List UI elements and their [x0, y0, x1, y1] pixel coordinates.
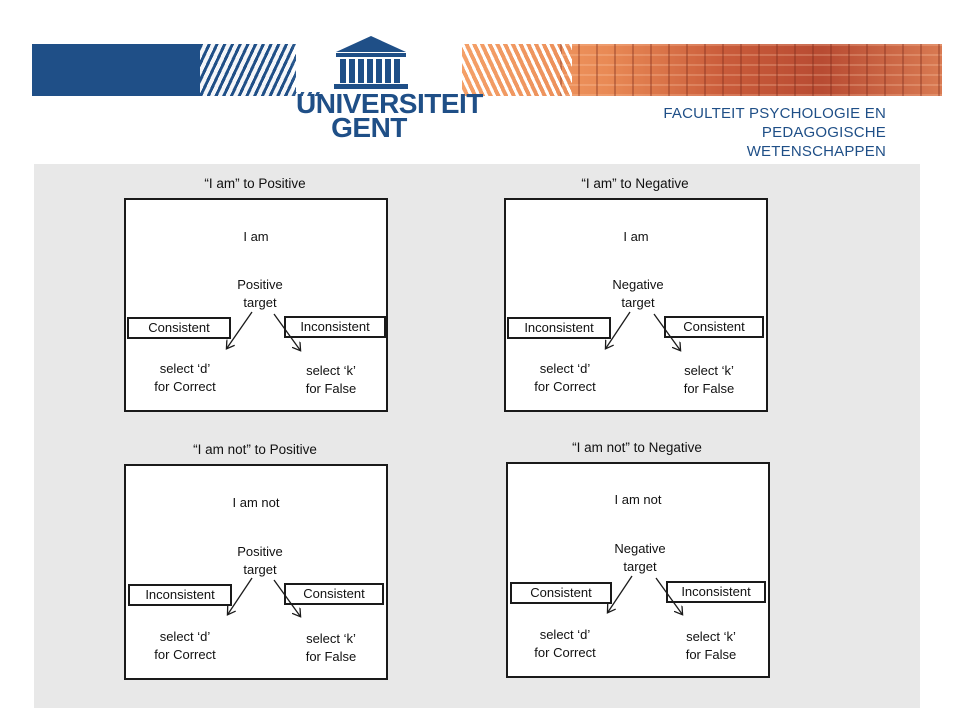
panel-4-right-label: Inconsistent — [666, 581, 766, 603]
panel-3-left-action: select ‘d’ for Correct — [130, 628, 240, 664]
panel-4-right-action-line2: for False — [685, 647, 737, 662]
panel-4-right-arrow — [655, 577, 682, 614]
panel-2-left-action-line1: select ‘d’ — [539, 361, 591, 376]
panel-3-right-action-line1: select ‘k’ — [306, 631, 356, 646]
panel-2-target: Negative target — [588, 276, 688, 312]
panel-3-target-line1: Positive — [237, 544, 283, 559]
panel-1-target: Positive target — [210, 276, 310, 312]
panel-4-prime: I am not — [614, 492, 662, 507]
panel-3-prime: I am not — [232, 495, 280, 510]
panel-4-box — [506, 462, 770, 678]
panel-4-left-label: Consistent — [510, 582, 612, 604]
panel-4-title: “I am not” to Negative — [572, 440, 702, 455]
panel-1-title: “I am” to Positive — [204, 176, 306, 191]
panel-4-right-action: select ‘k’ for False — [656, 628, 766, 664]
panel-4-target: Negative target — [590, 540, 690, 576]
panel-2-title: “I am” to Negative — [581, 176, 689, 191]
panel-3-right-arrow — [273, 579, 300, 616]
panel-2-right-label: Consistent — [664, 316, 764, 338]
panel-4-left-action-line1: select ‘d’ — [539, 627, 591, 642]
panel-2-target-line1: Negative — [612, 277, 664, 292]
panel-3-box — [124, 464, 388, 680]
faculty-name-line2: PEDAGOGISCHE WETENSCHAPPEN — [746, 124, 886, 160]
panel-3-right-label: Consistent — [284, 583, 384, 605]
panel-2-right-action: select ‘k’ for False — [654, 362, 764, 398]
panel-2-left-action: select ‘d’ for Correct — [510, 360, 620, 396]
diagram-panel: “I am” to Positive I am Positive target … — [34, 164, 920, 708]
university-name: UNIVERSITEIT GENT — [296, 88, 483, 143]
panel-4-left-action-line2: for Correct — [534, 645, 596, 660]
diagram-arrows — [34, 311, 920, 708]
panel-1-box — [124, 198, 388, 412]
panel-3-target: Positive target — [210, 543, 310, 579]
panel-3-right-action-line2: for False — [305, 649, 357, 664]
panel-1-left-action-line2: for Correct — [154, 379, 216, 394]
panel-3-target-line2: target — [243, 562, 277, 577]
university-logo — [296, 30, 446, 140]
panel-1-target-line2: target — [243, 295, 277, 310]
panel-1-left-arrow — [227, 311, 253, 348]
panel-2-left-arrow — [606, 311, 631, 348]
panel-3-right-action: select ‘k’ for False — [276, 630, 386, 666]
panel-1-target-line1: Positive — [237, 277, 283, 292]
panel-3-title: “I am not” to Positive — [193, 442, 317, 457]
panel-3-left-action-line1: select ‘d’ — [159, 629, 211, 644]
building-logo-icon — [296, 30, 446, 92]
panel-1-right-action-line1: select ‘k’ — [306, 363, 356, 378]
panel-1-left-action: select ‘d’ for Correct — [130, 360, 240, 396]
header-band-orange-grass — [462, 44, 572, 96]
panel-4-target-line2: target — [623, 559, 657, 574]
header-band-photo — [560, 44, 942, 96]
panel-3-left-action-line2: for Correct — [154, 647, 216, 662]
panel-2-right-arrow — [653, 313, 680, 350]
faculty-name-line1: FACULTEIT PSYCHOLOGIE EN — [663, 105, 886, 122]
panel-1-right-action-line2: for False — [305, 381, 357, 396]
panel-1-left-label: Consistent — [127, 317, 231, 339]
faculty-name: FACULTEIT PSYCHOLOGIE EN PEDAGOGISCHE WE… — [636, 104, 886, 161]
university-name-line2: GENT — [331, 112, 407, 143]
panel-2-right-action-line2: for False — [683, 381, 735, 396]
panel-2-target-line2: target — [621, 295, 655, 310]
panel-4-left-action: select ‘d’ for Correct — [510, 626, 620, 662]
panel-1-right-action: select ‘k’ for False — [276, 362, 386, 398]
panel-1-right-arrow — [273, 313, 300, 350]
panel-4-right-action-line1: select ‘k’ — [686, 629, 736, 644]
university-name-line1: UNIVERSITEIT — [296, 88, 483, 119]
panel-1-prime: I am — [243, 229, 269, 244]
panel-2-prime: I am — [623, 229, 649, 244]
panel-2-left-action-line2: for Correct — [534, 379, 596, 394]
panel-2-box — [504, 198, 768, 412]
panel-3-left-arrow — [228, 577, 253, 614]
panel-4-left-arrow — [608, 575, 633, 612]
panel-3-left-label: Inconsistent — [128, 584, 232, 606]
panel-2-right-action-line1: select ‘k’ — [684, 363, 734, 378]
panel-1-left-action-line1: select ‘d’ — [159, 361, 211, 376]
panel-2-left-label: Inconsistent — [507, 317, 611, 339]
panel-4-target-line1: Negative — [614, 541, 666, 556]
panel-1-right-label: Inconsistent — [284, 316, 386, 338]
